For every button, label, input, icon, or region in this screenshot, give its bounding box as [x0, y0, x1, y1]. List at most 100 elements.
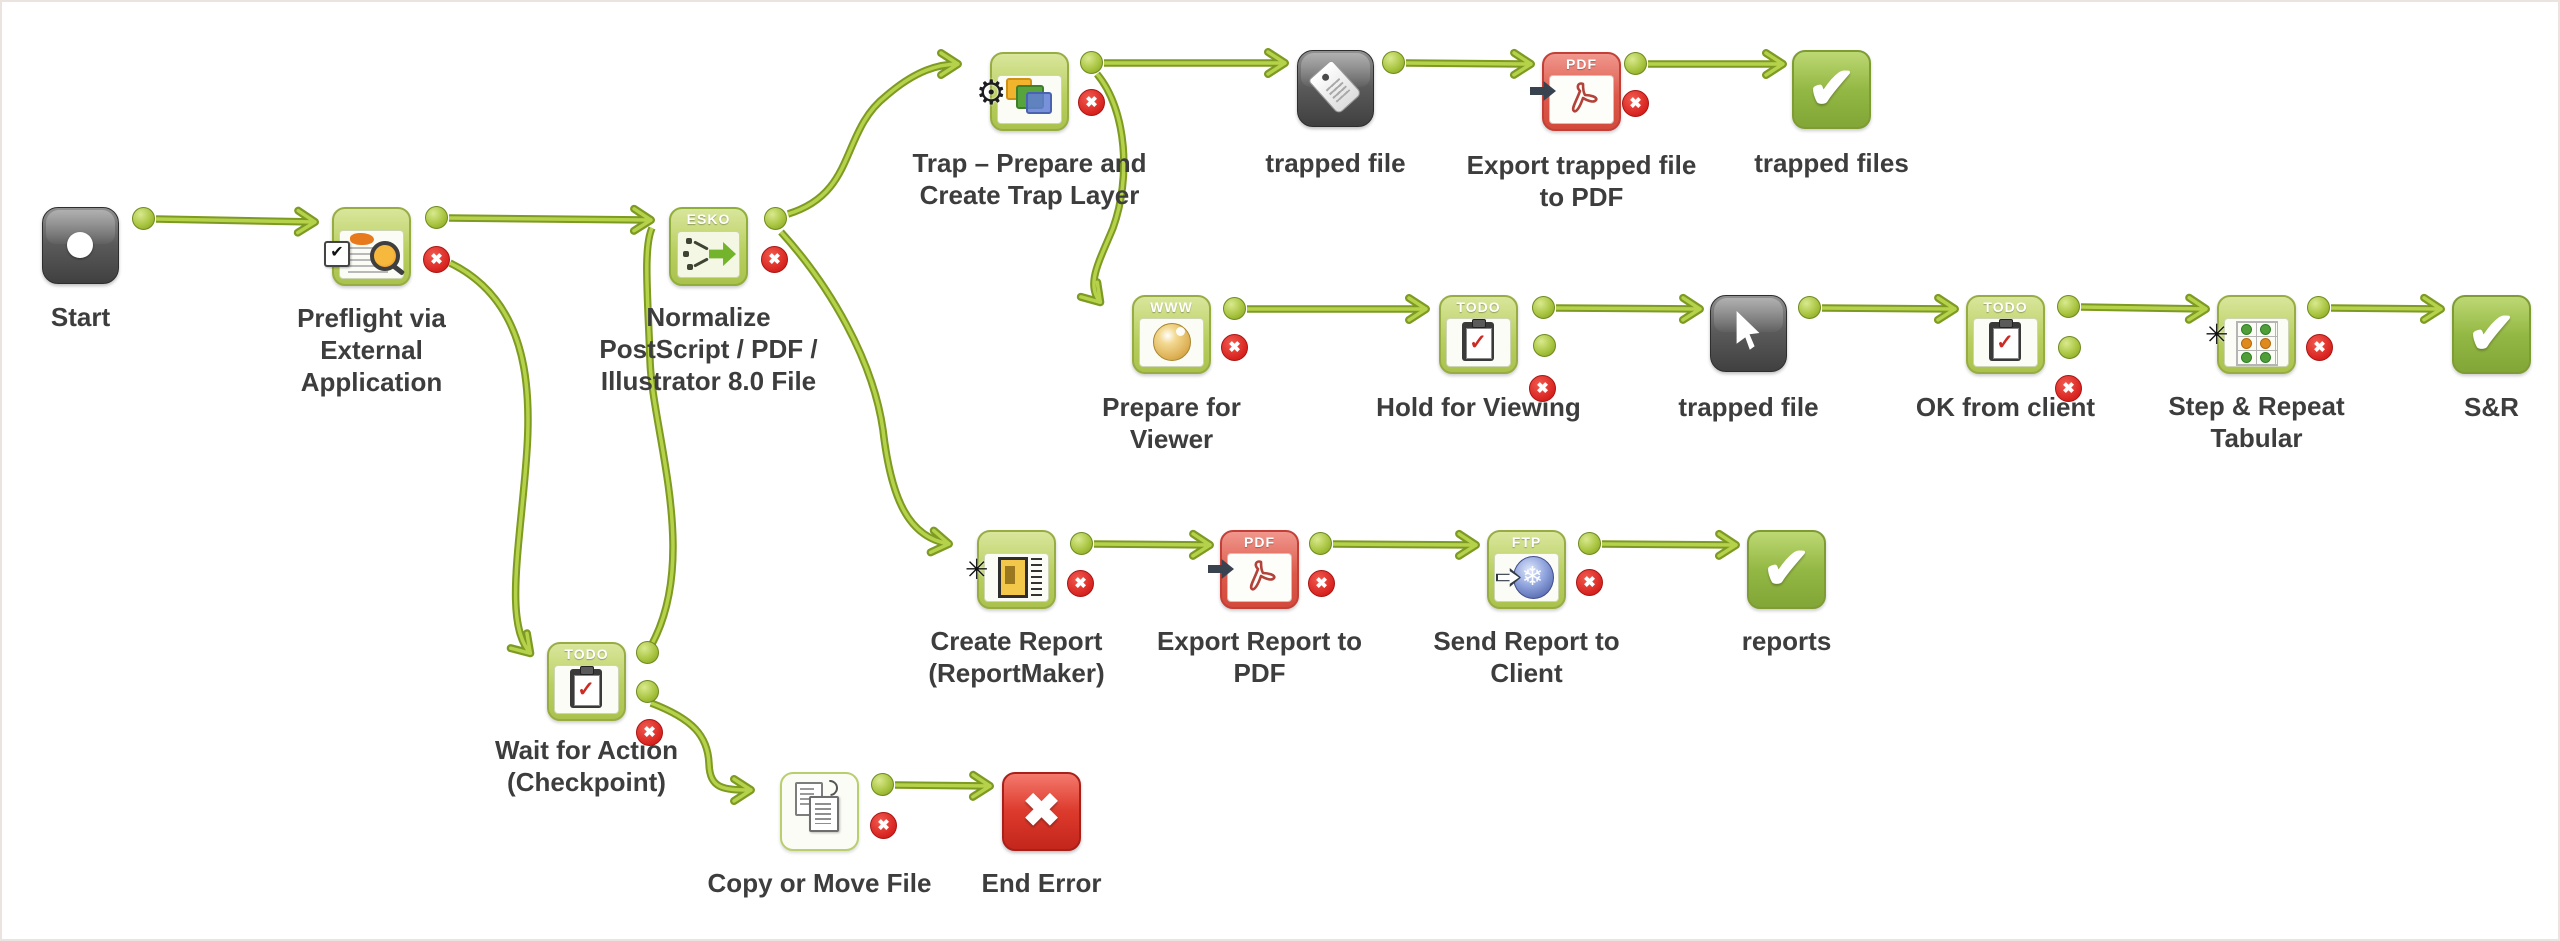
node-export-report[interactable]: PDF Export Report to PDF — [1157, 530, 1362, 688]
node-start[interactable]: Start — [42, 207, 119, 332]
node-preflight[interactable]: ✔ Preflight via External Application — [297, 207, 446, 397]
output-pin[interactable] — [2057, 295, 2080, 318]
star-icon: ✳ — [2205, 319, 2229, 350]
error-pin[interactable]: ✖ — [761, 246, 788, 273]
output-pin[interactable] — [1532, 296, 1555, 319]
error-pin[interactable]: ✖ — [423, 246, 450, 273]
node-label: trapped files — [1754, 148, 1909, 178]
node-label: Start — [50, 302, 111, 332]
connector-send-report-reports[interactable] — [1601, 529, 1741, 560]
connector-hold-trapped-file[interactable] — [1555, 293, 1705, 324]
connector-normalize-trap[interactable] — [786, 49, 963, 218]
node-copy-move[interactable]: Copy or Move File — [708, 772, 931, 898]
snowflake-icon: ❄ — [1521, 561, 1544, 591]
node-label: Export trapped file to PDF — [1466, 150, 1697, 212]
end-error-icon: ✖ — [1002, 772, 1081, 851]
connector-export-report-send[interactable] — [1332, 529, 1481, 560]
output-pin[interactable] — [871, 773, 894, 796]
node-sr[interactable]: ✔ S&R — [2452, 295, 2531, 422]
todo-clipboard-icon: TODO ✓ — [1439, 295, 1518, 374]
acrobat-glyph-icon — [1571, 82, 1598, 113]
error-pin[interactable]: ✖ — [1529, 375, 1556, 402]
node-label: S&R — [2464, 392, 2519, 422]
node-ok-client[interactable]: TODO ✓ OK from client — [1916, 295, 2095, 422]
error-pin[interactable]: ✖ — [1067, 570, 1094, 597]
node-hold-viewing[interactable]: TODO ✓ Hold for Viewing — [1376, 295, 1581, 422]
node-normalize[interactable]: ESKO Normalize PostScript / PDF / Illust… — [599, 207, 818, 396]
output-pin[interactable] — [132, 207, 155, 230]
node-send-report[interactable]: FTP ❄ Send Report to Client — [1433, 530, 1620, 688]
node-step-repeat[interactable]: ✳ Step & Repeat Tabular — [2168, 295, 2345, 453]
node-label: trapped file — [1678, 392, 1819, 422]
output-pin[interactable] — [1578, 532, 1601, 555]
todo-badge: TODO — [1983, 299, 2028, 315]
error-pin[interactable]: ✖ — [1308, 570, 1335, 597]
checkbox-overlay-icon: ✔ — [324, 241, 350, 267]
step-repeat-grid-icon: ✳ — [2205, 295, 2296, 374]
node-label: trapped file — [1265, 148, 1406, 178]
node-label: Trap – Prepare and Create Trap Layer — [912, 148, 1147, 210]
error-pin[interactable]: ✖ — [2306, 334, 2333, 361]
connector-ok-client-step-repeat[interactable] — [2080, 293, 2211, 324]
node-end-error[interactable]: ✖ End Error — [982, 772, 1101, 898]
export-pdf-icon: PDF — [1530, 52, 1621, 131]
output-pin[interactable] — [764, 207, 787, 230]
connector-trapped-file-ok-client[interactable] — [1821, 293, 1960, 324]
error-pin[interactable]: ✖ — [1078, 89, 1105, 116]
output-pin[interactable] — [1070, 532, 1093, 555]
connector-wait-action-copy-move[interactable] — [649, 699, 756, 805]
connector-create-report-export[interactable] — [1093, 529, 1215, 560]
connector-copy-move-end-error[interactable] — [894, 770, 995, 801]
ftp-badge: FTP — [1511, 534, 1542, 550]
node-label: Create Report (ReportMaker) — [928, 626, 1105, 688]
node-label: Normalize PostScript / PDF / Illustrator… — [599, 302, 818, 396]
connector-trap-prepare-viewer[interactable] — [1076, 71, 1128, 307]
node-create-report[interactable]: ✳ Create Report (ReportMaker) — [928, 530, 1105, 688]
output-pin[interactable] — [1798, 296, 1821, 319]
node-label: reports — [1741, 626, 1832, 656]
node-wait-action[interactable]: TODO ✓ Wait for Action (Checkpoint) — [495, 642, 678, 797]
error-pin[interactable]: ✖ — [2055, 375, 2082, 402]
output-pin[interactable] — [636, 641, 659, 664]
connector-start-preflight[interactable] — [155, 206, 320, 237]
output-pin[interactable] — [1624, 52, 1647, 75]
output-pin[interactable] — [636, 680, 659, 703]
error-pin[interactable]: ✖ — [1576, 569, 1603, 596]
todo-badge: TODO — [1456, 299, 1501, 315]
node-prepare-viewer[interactable]: WWW Prepare for Viewer — [1102, 295, 1241, 454]
pdf-badge: PDF — [1244, 534, 1275, 550]
output-pin[interactable] — [1080, 51, 1103, 74]
connector-normalize-create-report[interactable] — [778, 229, 954, 557]
node-trapped-file-tag[interactable]: trapped file — [1265, 50, 1406, 178]
connector-trapped-file-export[interactable] — [1405, 48, 1536, 79]
output-pin[interactable] — [1382, 51, 1405, 74]
node-trapped-files[interactable]: ✔ trapped files — [1754, 50, 1909, 178]
node-trapped-file-cursor[interactable]: trapped file — [1678, 295, 1819, 422]
connector-wait-action-normalize[interactable] — [643, 226, 677, 653]
node-trap[interactable]: ⚙ Trap – Prepare and Create Trap Layer — [912, 52, 1147, 210]
output-pin[interactable] — [1309, 532, 1332, 555]
file-tag-icon — [1297, 50, 1374, 127]
ftp-globe-icon: FTP ❄ — [1487, 530, 1566, 609]
error-pin[interactable]: ✖ — [870, 812, 897, 839]
output-pin[interactable] — [1223, 297, 1246, 320]
output-pin[interactable] — [2058, 336, 2081, 359]
connector-step-repeat-sr[interactable] — [2330, 293, 2446, 324]
connector-preflight-error-wait-action[interactable] — [448, 259, 535, 658]
node-label: Wait for Action (Checkpoint) — [495, 735, 678, 797]
output-pin[interactable] — [1533, 334, 1556, 357]
connector-preflight-normalize[interactable] — [448, 204, 656, 235]
node-reports[interactable]: ✔ reports — [1742, 530, 1831, 656]
www-sphere-icon: WWW — [1132, 295, 1211, 374]
node-label: Prepare for Viewer — [1102, 392, 1241, 454]
output-pin[interactable] — [2307, 296, 2330, 319]
node-export-trapped[interactable]: PDF Export trapped file to PDF — [1467, 52, 1696, 212]
error-pin[interactable]: ✖ — [1622, 90, 1649, 117]
error-pin[interactable]: ✖ — [636, 719, 663, 746]
output-pin[interactable] — [425, 206, 448, 229]
error-pin[interactable]: ✖ — [1221, 334, 1248, 361]
node-label: Send Report to Client — [1433, 626, 1620, 688]
preflight-document-icon: ✔ — [324, 207, 411, 286]
node-label: OK from client — [1915, 392, 2096, 422]
